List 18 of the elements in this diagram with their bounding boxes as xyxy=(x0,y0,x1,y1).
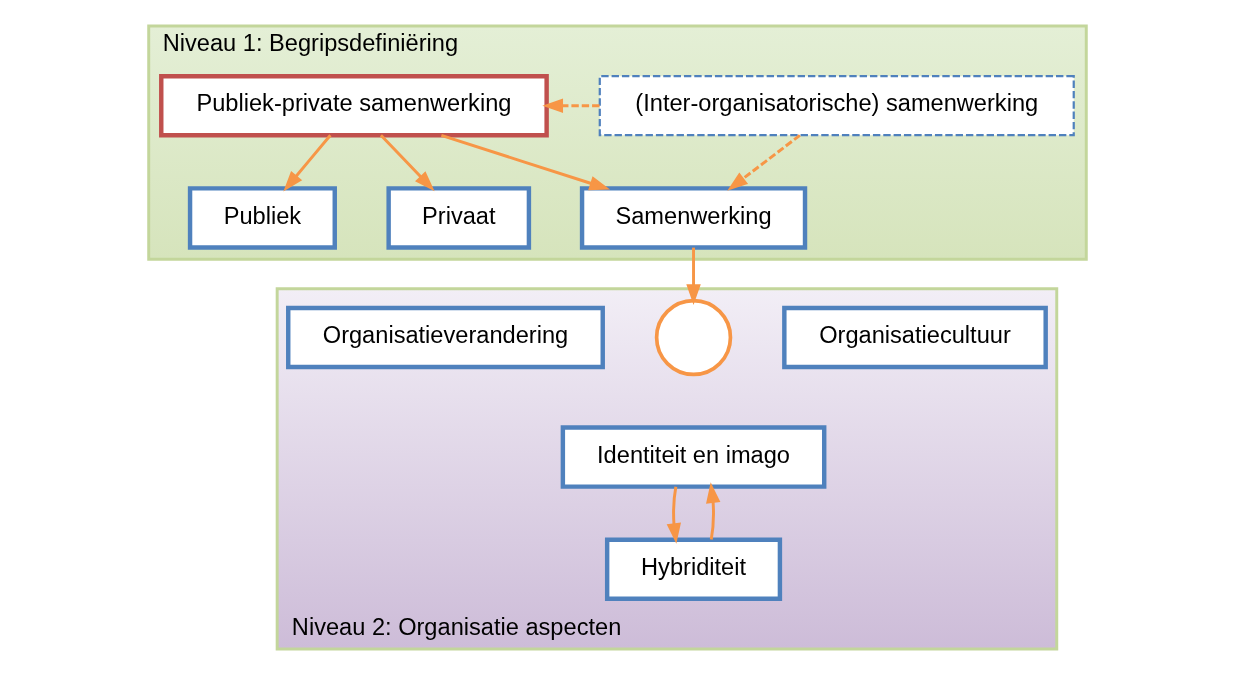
arrow xyxy=(542,98,600,113)
node-box: Organisatiecultuur xyxy=(782,305,1048,370)
arrow xyxy=(283,134,332,192)
node-box: Hybriditeit xyxy=(604,537,783,602)
arrow xyxy=(379,134,435,192)
arrow xyxy=(686,247,701,305)
arrow xyxy=(440,133,611,191)
arrow xyxy=(666,486,682,544)
node-box: Samenwerking xyxy=(579,186,808,250)
node-box: Privaat xyxy=(386,186,532,250)
node-box: Publiek-private samenwerking xyxy=(159,73,549,138)
node-box: Identiteit en imago xyxy=(560,425,827,489)
node-box: (Inter-organisatorische) samenwerking xyxy=(598,75,1075,137)
arrow xyxy=(727,134,801,191)
arrow xyxy=(706,482,721,540)
node-box: Publiek xyxy=(187,186,337,250)
node-box: Organisatieverandering xyxy=(286,305,605,370)
node-circle xyxy=(654,298,733,377)
